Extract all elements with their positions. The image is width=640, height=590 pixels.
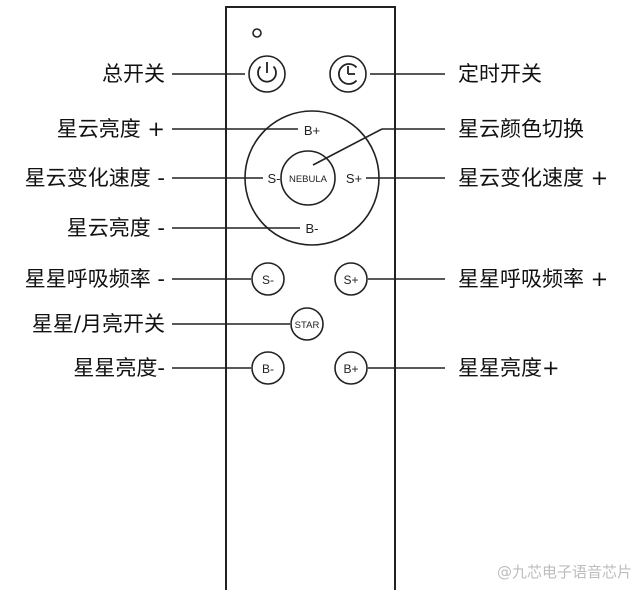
nebula-button[interactable] (280, 150, 336, 206)
star-moon-button[interactable]: STAR (290, 307, 324, 341)
star-breath-down-label: S- (262, 273, 274, 287)
star-moon-label: STAR (295, 320, 320, 331)
leader-nebula-color (312, 128, 383, 166)
star-brightness-down-button[interactable]: B- (251, 351, 285, 385)
timer-button[interactable] (329, 55, 367, 93)
label-nebula-speed-down: 星云变化速度 - (24, 166, 165, 190)
label-star-moon: 星星/月亮开关 (31, 312, 165, 336)
power-icon (257, 62, 277, 83)
nebula-speed-up-key[interactable]: S+ (346, 171, 362, 186)
star-brightness-down-label: B- (262, 362, 274, 376)
watermark: @九芯电子语音芯片 (496, 563, 632, 581)
label-nebula-brightness-down: 星云亮度 - (66, 216, 165, 240)
label-star-breath-down: 星星呼吸频率 - (24, 267, 165, 291)
label-star-brightness-up: 星星亮度+ (458, 356, 560, 380)
label-power: 总开关 (102, 62, 165, 86)
nebula-brightness-up-key[interactable]: B+ (304, 123, 320, 138)
label-nebula-speed-up: 星云变化速度 + (458, 166, 609, 190)
star-breath-up-button[interactable]: S+ (334, 262, 368, 296)
nebula-brightness-down-key[interactable]: B- (306, 221, 319, 236)
indicator-light (252, 28, 262, 38)
star-breath-down-button[interactable]: S- (251, 262, 285, 296)
nebula-speed-down-key[interactable]: S- (268, 171, 281, 186)
power-button[interactable] (248, 55, 286, 93)
label-nebula-brightness-up: 星云亮度 + (56, 117, 165, 141)
label-star-brightness-down: 星星亮度- (73, 356, 165, 380)
nebula-button-label: NEBULA (289, 174, 328, 185)
star-brightness-up-button[interactable]: B+ (334, 351, 368, 385)
remote-body (225, 6, 396, 590)
star-brightness-up-label: B+ (343, 362, 358, 376)
label-star-breath-up: 星星呼吸频率 + (458, 267, 609, 291)
timer-icon (338, 63, 358, 85)
label-timer: 定时开关 (458, 62, 542, 86)
label-nebula-color-switch: 星云颜色切换 (458, 117, 584, 141)
star-breath-up-label: S+ (343, 273, 358, 287)
